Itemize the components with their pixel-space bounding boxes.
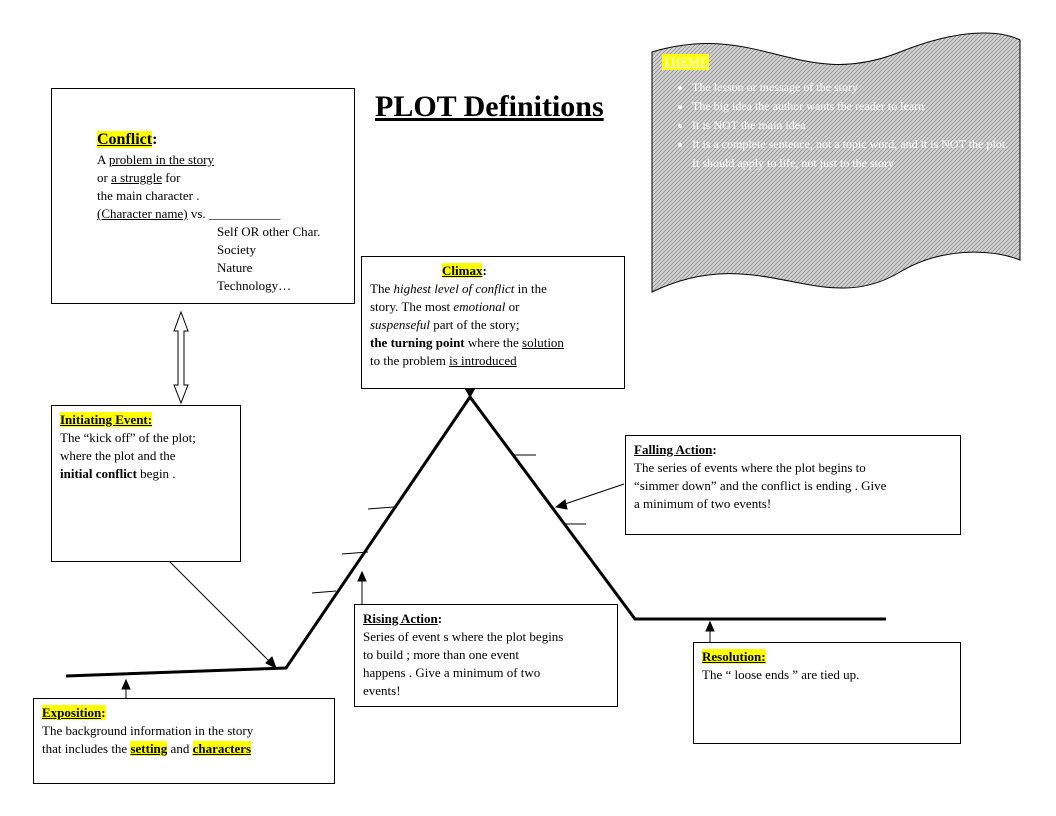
falling-action-line: The series of events where the plot begi… (634, 460, 866, 475)
conflict-definition-line: (Character name) vs. ___________ (97, 206, 281, 221)
climax-line: story. The most emotional or (370, 299, 520, 314)
climax-heading: Climax (442, 263, 483, 278)
theme-item: The lesson or message of the story (692, 78, 1012, 97)
initiating-event-box: Initiating Event: The “kick off” of the … (51, 405, 241, 562)
conflict-definition-line: A problem in the story (97, 152, 214, 167)
double-arrow-icon (173, 310, 189, 405)
falling-action-line: “simmer down” and the conflict is ending… (634, 478, 887, 493)
resolution-heading: Resolution: (702, 649, 766, 664)
theme-item: It is NOT the main idea (692, 116, 1012, 135)
falling-action-line: a minimum of two events! (634, 496, 772, 511)
theme-item: The big idea the author wants the reader… (692, 97, 1012, 116)
climax-line: suspenseful part of the story; (370, 317, 520, 332)
initiating-event-line: The “kick off” of the plot; (60, 430, 196, 445)
conflict-heading: Conflict (97, 131, 153, 148)
conflict-option: Society (217, 242, 256, 257)
exposition-line: that includes the setting and characters (42, 741, 252, 756)
initiating-event-heading: Initiating Event: (60, 412, 153, 427)
resolution-line: The “ loose ends ” are tied up. (702, 667, 860, 682)
theme-item: It is a complete sentence, not a topic w… (692, 135, 1012, 173)
climax-line: to the problem is introduced (370, 353, 517, 368)
climax-box: Climax: The highest level of conflict in… (361, 256, 625, 389)
rising-action-line: Series of event s where the plot begins (363, 629, 564, 644)
pointer-arrows (121, 387, 715, 698)
falling-action-heading: Falling Action (634, 442, 713, 457)
climax-line: The highest level of conflict in the (370, 281, 547, 296)
rising-action-line: to build ; more than one event (363, 647, 519, 662)
conflict-option: Technology… (217, 278, 292, 293)
rising-action-heading: Rising Action (363, 611, 438, 626)
conflict-option: Self OR other Char. (217, 224, 321, 239)
setting-keyword: setting (130, 741, 168, 756)
exposition-line: The background information in the story (42, 723, 254, 738)
rising-action-line: events! (363, 683, 401, 698)
characters-keyword: characters (192, 741, 252, 756)
theme-label: THEME (662, 54, 709, 70)
page-title: PLOT Definitions (375, 90, 604, 123)
theme-list: The lesson or message of the story The b… (676, 78, 1012, 173)
conflict-definition-line: the main character . (97, 188, 200, 203)
theme-scroll-shape (651, 32, 1021, 293)
exposition-heading: Exposition (42, 705, 102, 720)
rising-action-box: Rising Action: Series of event s where t… (354, 604, 618, 707)
falling-action-box: Falling Action: The series of events whe… (625, 435, 961, 535)
exposition-box: Exposition: The background information i… (33, 698, 335, 784)
event-blank-lines (311, 454, 586, 594)
initiating-event-line: initial conflict begin . (60, 466, 176, 481)
initiating-event-line: where the plot and the (60, 448, 176, 463)
rising-action-line: happens . Give a minimum of two (363, 665, 541, 680)
conflict-option: Nature (217, 260, 253, 275)
climax-line: the turning point where the solution (370, 335, 564, 350)
conflict-definition-line: or a struggle for (97, 170, 181, 185)
conflict-box: Conflict: A problem in the story or a st… (51, 88, 355, 304)
resolution-box: Resolution: The “ loose ends ” are tied … (693, 642, 961, 744)
